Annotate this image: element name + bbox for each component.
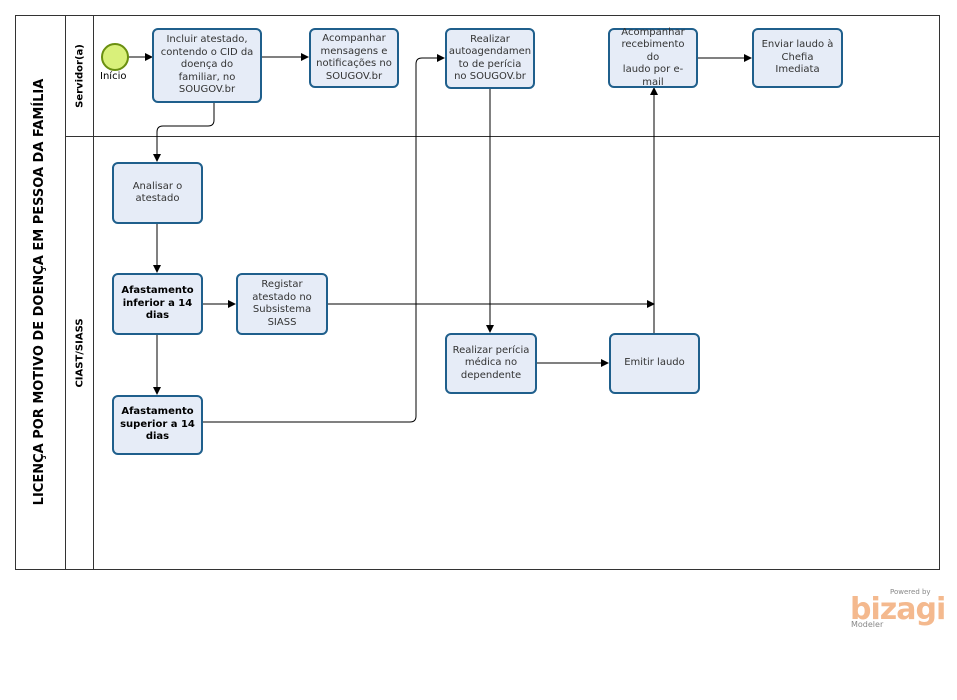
logo-wordmark: bizagi bbox=[850, 592, 946, 627]
task-incluir-atestado[interactable]: Incluir atestado, contendo o CID da doen… bbox=[152, 28, 262, 103]
logo-powered-by: Powered by bbox=[890, 588, 931, 596]
lane-header-ciast bbox=[66, 136, 94, 570]
task-realizar-autoagendamento[interactable]: Realizar autoagendamen to de perícia no … bbox=[445, 28, 535, 89]
task-acompanhar-laudo[interactable]: Acompanhar recebimento do laudo por e-ma… bbox=[608, 27, 698, 88]
logo-product: Modeler bbox=[851, 620, 884, 629]
flow-incluir-to-analisar bbox=[153, 103, 215, 162]
pool-header bbox=[15, 15, 66, 570]
lane-divider bbox=[66, 136, 940, 137]
start-event[interactable] bbox=[101, 43, 129, 71]
flow-superior-to-realizar bbox=[203, 54, 445, 423]
task-afastamento-inferior[interactable]: Afastamento inferior a 14 dias bbox=[112, 273, 203, 335]
task-afastamento-superior[interactable]: Afastamento superior a 14 dias bbox=[112, 395, 203, 455]
task-analisar-atestado[interactable]: Analisar o atestado bbox=[112, 162, 203, 224]
lane-header-servidor bbox=[66, 15, 94, 137]
start-event-label: Início bbox=[100, 71, 127, 82]
task-enviar-laudo[interactable]: Enviar laudo à Chefia Imediata bbox=[752, 28, 843, 88]
task-acompanhar-mensagens[interactable]: Acompanhar mensagens e notificações no S… bbox=[309, 28, 399, 88]
pool bbox=[15, 15, 940, 570]
task-registar-atestado[interactable]: Registar atestado no Subsistema SIASS bbox=[236, 273, 328, 335]
task-realizar-pericia[interactable]: Realizar perícia médica no dependente bbox=[445, 333, 537, 394]
task-emitir-laudo[interactable]: Emitir laudo bbox=[609, 333, 700, 394]
